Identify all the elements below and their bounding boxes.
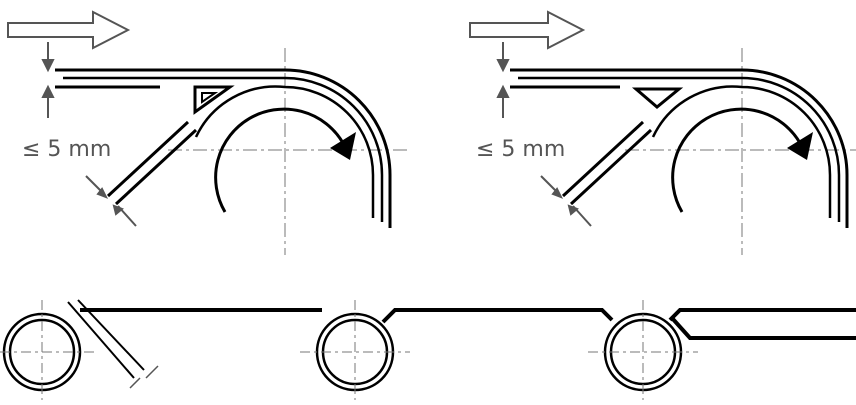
centerlines xyxy=(625,48,856,255)
panel-top-left xyxy=(7,10,408,255)
tape-inner-path xyxy=(518,76,841,222)
tape-outer-path xyxy=(510,68,849,228)
gap-dimension-arrows xyxy=(41,42,137,227)
panel-bottom xyxy=(0,299,856,400)
diagonal-chute xyxy=(561,120,653,206)
roller-inner-arc xyxy=(194,85,375,176)
tape-bottom-left xyxy=(67,299,322,379)
rotation-arc xyxy=(214,107,345,213)
gap-label-left: ≤ 5 mm xyxy=(22,137,112,162)
roller-inner-arc xyxy=(651,85,832,176)
gap-dimension-arrows xyxy=(496,42,592,227)
tape-outer-path xyxy=(55,68,392,228)
feed-direction-arrow xyxy=(7,10,131,50)
feed-direction-arrow xyxy=(469,10,586,50)
diagonal-chute xyxy=(106,120,198,206)
rotation-arrowhead xyxy=(330,132,356,160)
tape-bottom-right xyxy=(668,308,856,340)
gap-label-right: ≤ 5 mm xyxy=(476,137,566,162)
rotation-arc xyxy=(671,107,802,213)
rotation-arrowhead xyxy=(787,132,813,160)
panel-top-right xyxy=(469,10,856,255)
roller-centerlines xyxy=(0,300,698,400)
tape-inner-path xyxy=(63,76,384,222)
tape-bottom-middle xyxy=(381,308,614,324)
wedge-guide xyxy=(631,87,684,109)
wedge-guide xyxy=(193,85,235,115)
centerlines xyxy=(168,48,408,255)
bottom-gap-arrows xyxy=(129,365,159,389)
wedge-guide-inner xyxy=(201,92,219,104)
